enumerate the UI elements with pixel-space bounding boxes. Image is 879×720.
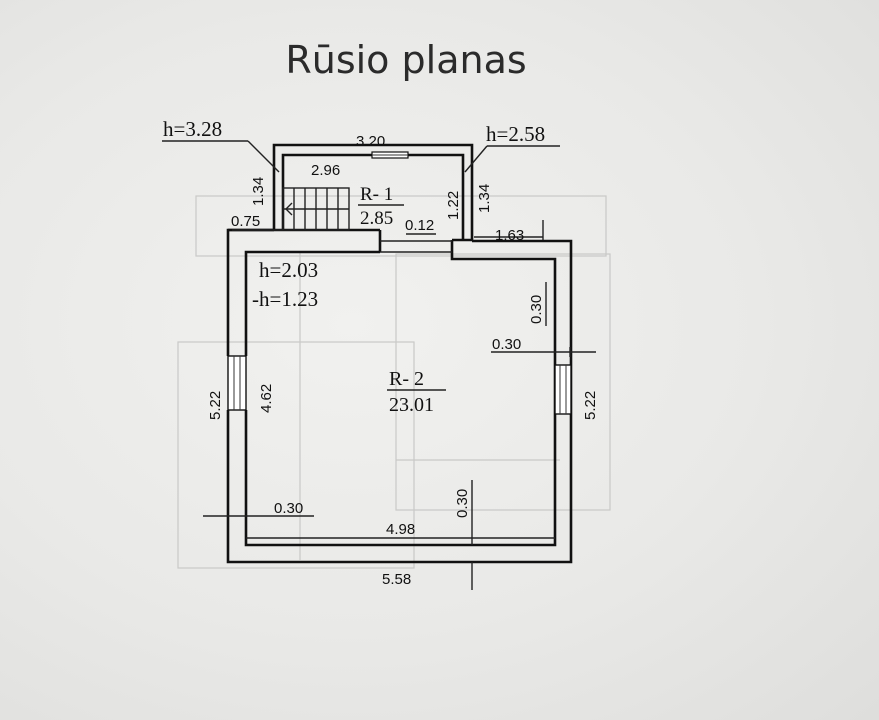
page-title: Rūsio planas bbox=[285, 38, 526, 82]
window-right bbox=[554, 364, 572, 415]
dim-right-inner-upper: 1.22 bbox=[445, 191, 462, 220]
room-labels: R- 1 2.85 R- 2 23.01 bbox=[358, 184, 446, 416]
window-left bbox=[227, 355, 247, 411]
height-right-top: h=2.58 bbox=[486, 122, 545, 146]
dim-left-upper: 1.34 bbox=[250, 177, 267, 206]
windows bbox=[227, 151, 572, 415]
room2-id: R- 2 bbox=[389, 368, 424, 390]
dim-right-wall-top: 0.30 bbox=[528, 295, 545, 324]
dim-bottom-outer: 5.58 bbox=[382, 571, 411, 588]
ghost-lines bbox=[177, 195, 611, 569]
dimension-labels: 3.20 2.96 1.34 0.75 0.12 1.22 1.34 1.63 … bbox=[207, 133, 599, 588]
dim-left-wall-bottom: 0.30 bbox=[274, 500, 303, 517]
dimension-lines bbox=[203, 220, 596, 590]
room1-id: R- 1 bbox=[360, 184, 393, 205]
height-labels: h=3.28 h=2.58 h=2.03 -h=1.23 bbox=[163, 117, 545, 311]
dim-left-outer: 5.22 bbox=[207, 391, 224, 420]
room2-area: 23.01 bbox=[389, 394, 434, 416]
leaders bbox=[162, 140, 560, 173]
dim-bottom-wall: 0.30 bbox=[454, 489, 471, 518]
dim-right-outer: 5.22 bbox=[582, 391, 599, 420]
dim-right-step: 1.63 bbox=[495, 227, 524, 244]
dim-right-outer-upper: 1.34 bbox=[476, 184, 493, 213]
r2-inner-wall-path bbox=[244, 240, 557, 547]
dim-bottom-inner: 4.98 bbox=[386, 521, 415, 538]
height-left-top: h=3.28 bbox=[163, 117, 222, 141]
dim-top-inner: 2.96 bbox=[311, 162, 340, 179]
room1-area: 2.85 bbox=[360, 208, 393, 229]
height-room2-negative: -h=1.23 bbox=[252, 287, 318, 311]
r1-outer-wall bbox=[272, 143, 474, 240]
stairs bbox=[282, 187, 350, 231]
dim-right-wall-mid: 0.30 bbox=[492, 336, 521, 353]
dim-stair-step: 0.75 bbox=[231, 213, 260, 230]
dim-door-gap: 0.12 bbox=[405, 217, 434, 234]
dim-top-outer: 3.20 bbox=[356, 133, 385, 150]
height-room2: h=2.03 bbox=[259, 258, 318, 282]
dim-left-inner: 4.62 bbox=[258, 384, 275, 413]
